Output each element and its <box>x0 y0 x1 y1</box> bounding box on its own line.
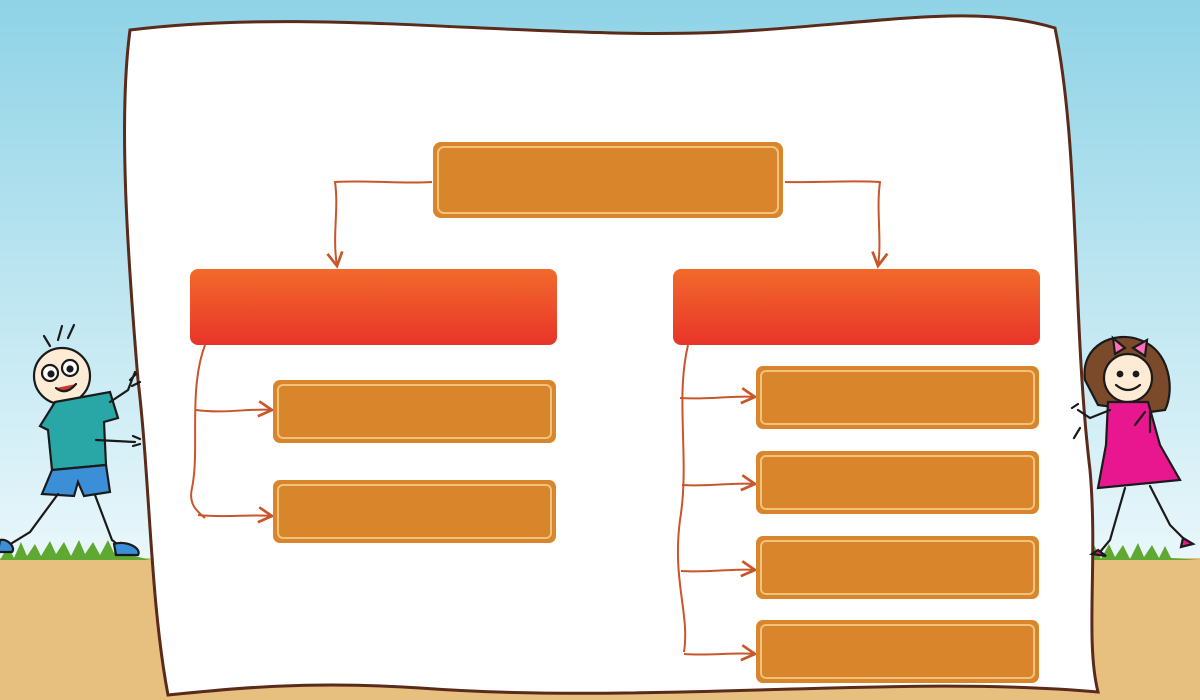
child-node-right-2 <box>756 451 1039 514</box>
connector-left-child-1 <box>195 400 275 418</box>
child-node-right-1 <box>756 366 1039 429</box>
child-node-left-2 <box>273 480 556 543</box>
child-node-right-4 <box>756 620 1039 683</box>
root-node <box>433 142 783 218</box>
child-node-right-3 <box>756 536 1039 599</box>
connector-right-trunk <box>676 344 689 653</box>
connector-right-child-4 <box>683 644 758 662</box>
connector-left-trunk <box>190 344 206 519</box>
branch-node-left <box>190 269 557 345</box>
child-node-left-1 <box>273 380 556 443</box>
connector-right-child-2 <box>681 474 758 492</box>
girl-illustration <box>1070 335 1196 558</box>
branch-node-right <box>673 269 1040 345</box>
connector-right-child-3 <box>680 560 758 578</box>
grass-right <box>1060 543 1200 560</box>
grass-left <box>0 540 150 560</box>
connector-right-child-1 <box>679 387 758 405</box>
boy-illustration <box>0 323 142 557</box>
connector-left-child-2 <box>197 506 275 524</box>
connector-root-left <box>326 180 433 269</box>
connector-root-right <box>784 180 889 269</box>
connectors <box>190 180 889 662</box>
